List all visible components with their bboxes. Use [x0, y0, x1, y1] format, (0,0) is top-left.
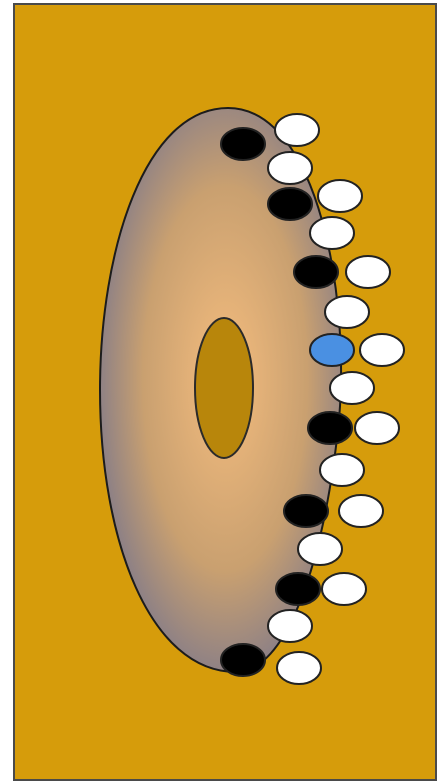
black-edge-dot — [221, 128, 265, 160]
white-edge-dot — [320, 454, 364, 486]
white-edge-dot — [268, 152, 312, 184]
white-outer-dot — [339, 495, 383, 527]
white-outer-dot — [275, 114, 319, 146]
white-outer-dot — [360, 334, 404, 366]
white-outer-dot — [355, 412, 399, 444]
white-edge-dot — [325, 296, 369, 328]
white-outer-dot — [322, 573, 366, 605]
blue-edge-dot — [310, 334, 354, 366]
black-edge-dot — [221, 644, 265, 676]
white-outer-dot — [318, 180, 362, 212]
white-edge-dot — [268, 610, 312, 642]
black-edge-dot — [308, 412, 352, 444]
black-edge-dot — [276, 573, 320, 605]
black-edge-dot — [294, 256, 338, 288]
white-edge-dot — [330, 372, 374, 404]
black-edge-dot — [284, 495, 328, 527]
black-edge-dot — [268, 188, 312, 220]
white-outer-dot — [346, 256, 390, 288]
central-core — [195, 318, 253, 458]
white-edge-dot — [310, 217, 354, 249]
white-edge-dot — [298, 533, 342, 565]
white-outer-dot — [277, 652, 321, 684]
